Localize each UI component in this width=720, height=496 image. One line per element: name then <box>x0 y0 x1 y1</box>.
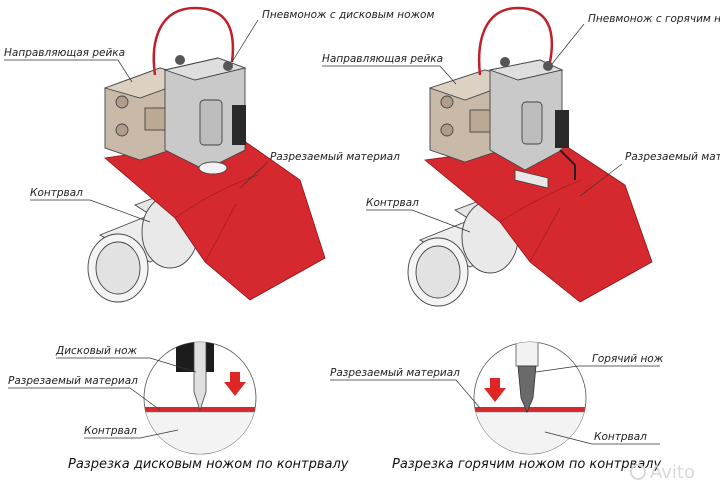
left-caption: Разрезка дисковым ножом по контрвалу <box>68 457 349 472</box>
right-roller-label: Контрвал <box>366 197 419 209</box>
disc-knife-blade <box>193 342 207 412</box>
left-detail-knife-label: Дисковый нож <box>55 345 137 357</box>
left-detail: Дисковый нож Разрезаемый материал Контрв… <box>8 341 349 472</box>
left-material-label: Разрезаемый материал <box>270 151 400 163</box>
left-cutter-label: Пневмонож с дисковым ножом <box>262 9 434 21</box>
left-air-cable <box>152 6 235 76</box>
left-material-sheet <box>104 137 326 301</box>
right-detail-knife-label: Горячий нож <box>592 353 664 365</box>
right-cutter-body <box>488 57 576 189</box>
right-detail: Горячий нож Разрезаемый материал Контрва… <box>330 341 664 472</box>
hot-knife-blade <box>517 365 537 414</box>
left-counter-roller <box>87 174 270 303</box>
right-assembly: Пневмонож с горячим ножом Направляющая р… <box>322 6 720 307</box>
right-material-sheet <box>424 141 653 303</box>
hot-knife-holder <box>515 342 539 367</box>
left-rail-label: Направляющая рейка <box>4 47 125 59</box>
right-rail-label: Направляющая рейка <box>322 53 443 65</box>
watermark: Avito <box>630 462 695 483</box>
left-assembly: Пневмонож с дисковым ножом Направляющая … <box>4 6 434 303</box>
right-detail-material-label: Разрезаемый материал <box>330 367 460 379</box>
left-down-arrow <box>224 372 246 396</box>
left-roller-label: Контрвал <box>30 187 83 199</box>
right-detail-roller-label: Контрвал <box>594 431 647 443</box>
left-detail-material-label: Разрезаемый материал <box>8 375 138 387</box>
right-cutter-label: Пневмонож с горячим ножом <box>588 13 720 25</box>
watermark-text: Avito <box>650 462 695 483</box>
right-material-label: Разрезаемый материал <box>625 151 720 163</box>
left-cutter-body <box>163 55 247 175</box>
right-caption: Разрезка горячим ножом по контрвалу <box>392 457 661 472</box>
left-detail-roller-label: Контрвал <box>84 425 137 437</box>
right-air-cable <box>478 6 554 76</box>
right-down-arrow <box>484 378 506 402</box>
